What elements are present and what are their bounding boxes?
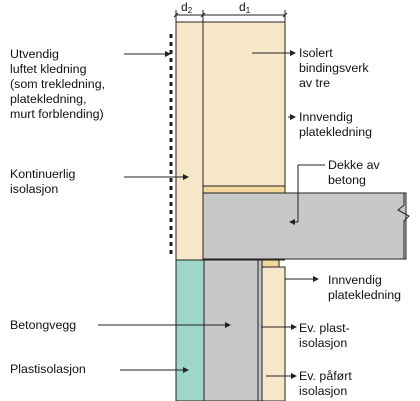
dimension-label-d2: d2 — [181, 0, 193, 15]
deck-break-mark — [397, 193, 410, 259]
cream-strip-upper — [202, 185, 286, 194]
plastic-insulation-block — [175, 259, 205, 401]
lower-inner-panel — [261, 266, 286, 401]
upper-continuous-insulation — [175, 21, 204, 261]
label-continuous-insulation: Kontinuerlig isolasjon — [10, 167, 76, 196]
dimension-label-d1: d1 — [239, 0, 251, 15]
concrete-deck — [202, 192, 407, 260]
concrete-wall — [203, 259, 259, 401]
label-exterior-cladding: Utvendig luftet kledning (som treklednin… — [10, 47, 106, 121]
label-concrete-wall: Betongvegg — [10, 318, 77, 332]
label-concrete-deck: Dekke av betong — [328, 158, 380, 187]
label-optional-plastic-insulation: Ev. plast- isolasjon — [299, 321, 350, 350]
upper-frame-insulation — [202, 21, 286, 187]
label-plastic-insulation: Plastisolasjon — [10, 362, 86, 376]
label-insulated-frame: Isolert bindingsverk av tre — [299, 46, 369, 90]
label-inner-panel-lower: Innvendig platekledning — [328, 273, 402, 302]
label-applied-insulation: Ev. påført isolasjon — [299, 369, 352, 398]
label-inner-panel-upper: Innvendig platekledning — [299, 110, 373, 139]
optional-plastic-layer — [257, 259, 263, 401]
